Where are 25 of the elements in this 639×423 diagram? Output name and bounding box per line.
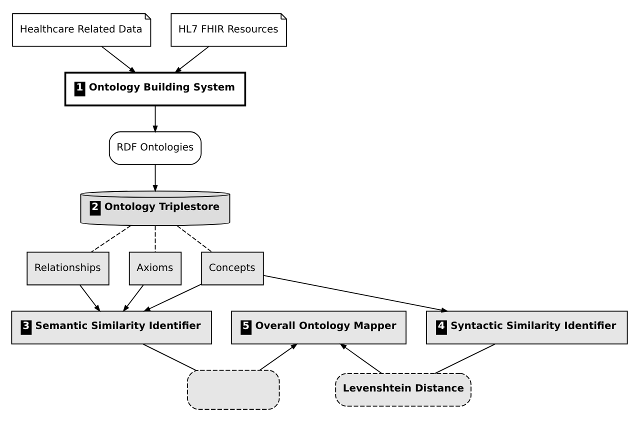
node-box: Relationships bbox=[26, 252, 110, 286]
connector bbox=[434, 344, 496, 374]
arrow bbox=[174, 46, 210, 74]
arrow bbox=[259, 343, 298, 371]
connector bbox=[154, 225, 156, 252]
node-box: 4 Syntactic Similarity Identifier bbox=[426, 310, 628, 344]
node-box: Levenshtein Distance bbox=[335, 373, 472, 407]
arrow bbox=[339, 343, 382, 374]
node-box bbox=[187, 370, 280, 410]
arrow bbox=[152, 105, 158, 133]
arrow bbox=[122, 284, 144, 312]
arrow bbox=[80, 284, 101, 312]
connector bbox=[142, 344, 196, 371]
node-box: 5 Overall Ontology Mapper bbox=[231, 310, 406, 344]
connector bbox=[90, 225, 132, 253]
node-box: RDF Ontologies bbox=[108, 131, 202, 165]
connector bbox=[176, 225, 212, 252]
arrow bbox=[101, 46, 136, 74]
arrow bbox=[263, 275, 449, 313]
node-box: 1 Ontology Building System bbox=[64, 72, 246, 106]
arrow bbox=[152, 164, 158, 192]
node-box: Concepts bbox=[201, 252, 264, 286]
node-box: 3 Semantic Similarity Identifier bbox=[11, 310, 212, 344]
node-box: Axioms bbox=[128, 252, 182, 286]
arrow bbox=[143, 284, 202, 312]
